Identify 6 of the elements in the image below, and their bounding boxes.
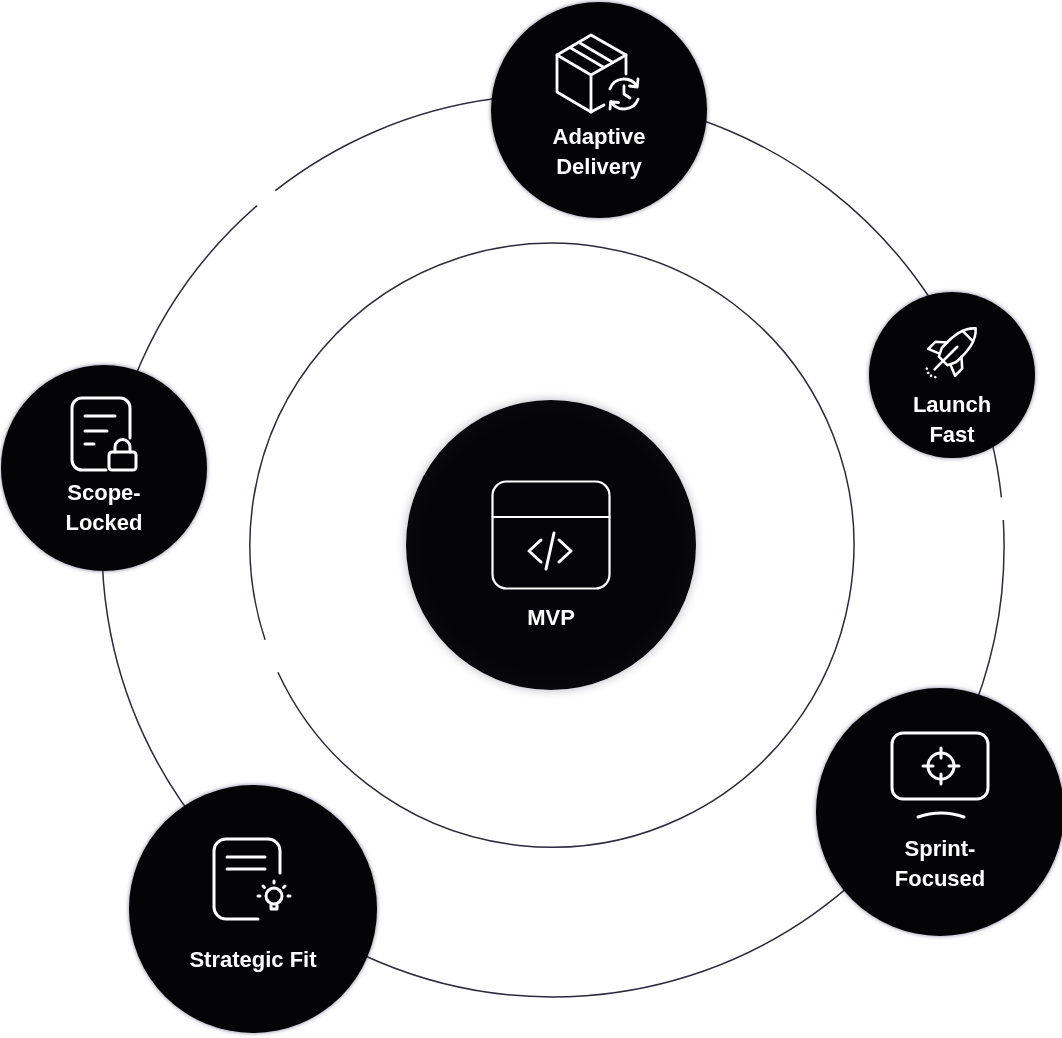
node-label: Scope-Locked bbox=[64, 479, 144, 537]
node-label: Strategic Fit bbox=[189, 946, 317, 974]
node-label: Launch Fast bbox=[911, 391, 993, 449]
node-label: Sprint-Focused bbox=[893, 835, 987, 893]
node-label: Adaptive Delivery bbox=[551, 123, 647, 181]
node-label: MVP bbox=[527, 604, 575, 632]
